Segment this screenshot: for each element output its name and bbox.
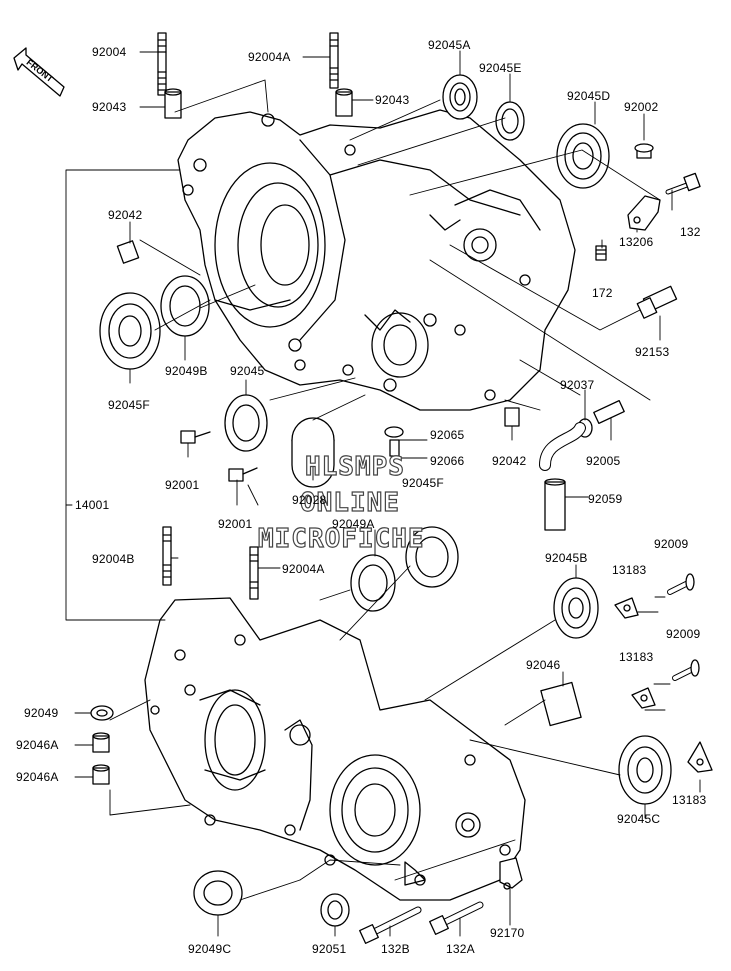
callout-92037[interactable]: 92037 xyxy=(560,378,595,392)
watermark-line-1: HLSMPS xyxy=(304,451,405,482)
callout-92059[interactable]: 92059 xyxy=(588,492,623,506)
callout-92045F-mid[interactable]: 92045F xyxy=(402,476,444,490)
callout-14001[interactable]: 14001 xyxy=(75,498,110,512)
stud-bolt-92004A-low xyxy=(249,546,259,600)
screw-172 xyxy=(595,245,607,261)
bearing-92045E xyxy=(495,101,525,141)
callout-92009-b[interactable]: 92009 xyxy=(666,627,701,641)
washer-92065 xyxy=(384,426,404,438)
plate-13183-a xyxy=(614,597,639,619)
callout-92002[interactable]: 92002 xyxy=(624,100,659,114)
callout-132A[interactable]: 132A xyxy=(446,942,475,956)
callout-92001-b[interactable]: 92001 xyxy=(218,517,253,531)
callout-92045C[interactable]: 92045C xyxy=(617,812,661,826)
oil-seal-92049B xyxy=(160,275,210,337)
callout-172[interactable]: 172 xyxy=(592,286,613,300)
callout-92170[interactable]: 92170 xyxy=(490,926,525,940)
bearing-92045B xyxy=(553,577,599,639)
plate-13183-c xyxy=(687,741,713,773)
stud-bolt-92004A-top xyxy=(329,32,339,89)
callout-92045D[interactable]: 92045D xyxy=(567,89,611,103)
callout-13183-a[interactable]: 13183 xyxy=(612,563,647,577)
callout-92009-a[interactable]: 92009 xyxy=(654,537,689,551)
lower-crankcase xyxy=(144,597,526,901)
callout-92045E[interactable]: 92045E xyxy=(479,61,522,75)
callout-92043-right[interactable]: 92043 xyxy=(375,93,410,107)
callout-92004-top[interactable]: 92004 xyxy=(92,45,127,59)
bolt-132A xyxy=(429,901,484,935)
dowel-92042-left xyxy=(116,240,140,264)
dowel-92042-mid xyxy=(504,407,520,427)
oil-seal-92051 xyxy=(320,893,350,927)
hose-92059 xyxy=(539,422,586,531)
callout-92045A[interactable]: 92045A xyxy=(428,38,471,52)
callout-92066[interactable]: 92066 xyxy=(430,454,465,468)
oil-seal-92049C xyxy=(193,870,243,916)
callout-92049A[interactable]: 92049A xyxy=(332,517,375,531)
callout-92153[interactable]: 92153 xyxy=(635,345,670,359)
bearing-92045C xyxy=(618,735,672,805)
bolt-132 xyxy=(665,172,701,195)
oil-seal-92049A xyxy=(350,554,396,612)
clamp-92170 xyxy=(499,857,523,890)
callout-92049B[interactable]: 92049B xyxy=(165,364,208,378)
bolt-92001-b xyxy=(228,467,258,482)
callout-132B[interactable]: 132B xyxy=(381,942,410,956)
callout-92028[interactable]: 92028 xyxy=(292,493,327,507)
callout-92004B[interactable]: 92004B xyxy=(92,552,135,566)
fitting-92005 xyxy=(593,399,625,425)
callout-13183-b[interactable]: 13183 xyxy=(619,650,654,664)
callout-92005[interactable]: 92005 xyxy=(586,454,621,468)
bolt-92009-a xyxy=(667,573,695,595)
bearing-92049A-2 xyxy=(405,526,459,588)
callout-92045B[interactable]: 92045B xyxy=(545,551,588,565)
bushing-92046A-a xyxy=(92,732,110,753)
bolt-92002 xyxy=(634,143,654,159)
callout-92042-left[interactable]: 92042 xyxy=(108,208,143,222)
callout-92001-a[interactable]: 92001 xyxy=(165,478,200,492)
callout-92045[interactable]: 92045 xyxy=(230,364,265,378)
callout-92004A-low[interactable]: 92004A xyxy=(282,562,325,576)
callout-92042-mid[interactable]: 92042 xyxy=(492,454,527,468)
bearing-92045D xyxy=(556,123,610,189)
front-arrow-icon: FRONT xyxy=(13,47,65,97)
bearing-92028 xyxy=(291,417,335,488)
bearing-92045A xyxy=(442,74,478,120)
callout-92004A-top[interactable]: 92004A xyxy=(248,50,291,64)
callout-92049C[interactable]: 92049C xyxy=(188,942,232,956)
callout-92046A-a[interactable]: 92046A xyxy=(16,738,59,752)
plug-92153 xyxy=(636,285,678,319)
callout-92046[interactable]: 92046 xyxy=(526,658,561,672)
needle-bearing-92046 xyxy=(540,681,582,727)
dowel-92043-left xyxy=(164,88,182,119)
bearing-92045 xyxy=(224,394,268,452)
watermark-line-2: ONLINE xyxy=(299,487,400,518)
plate-13183-b xyxy=(631,687,656,709)
callout-92045F-left[interactable]: 92045F xyxy=(108,398,150,412)
callout-92065[interactable]: 92065 xyxy=(430,428,465,442)
callout-92049[interactable]: 92049 xyxy=(24,706,59,720)
upper-crankcase xyxy=(177,109,576,411)
bushing-92046A-b xyxy=(92,764,110,785)
bracket-13206 xyxy=(627,195,661,231)
bolt-92009-b xyxy=(672,659,700,681)
oil-seal-92049 xyxy=(90,705,114,721)
callout-92043-left[interactable]: 92043 xyxy=(92,100,127,114)
bolt-132B xyxy=(359,906,422,944)
callout-13206[interactable]: 13206 xyxy=(619,235,654,249)
callout-13183-c[interactable]: 13183 xyxy=(672,793,707,807)
watermark-line-3: MICROFICHE xyxy=(257,523,425,554)
callout-92046A-b[interactable]: 92046A xyxy=(16,770,59,784)
bearing-92045F-left xyxy=(99,292,161,370)
stud-bolt-92004B xyxy=(162,526,172,586)
callout-92051[interactable]: 92051 xyxy=(312,942,347,956)
callout-132[interactable]: 132 xyxy=(680,225,701,239)
dowel-92043-right xyxy=(335,88,353,117)
bolt-92001-a xyxy=(180,430,211,444)
stud-bolt-92004-top xyxy=(157,32,167,96)
leader-lines xyxy=(65,50,701,937)
